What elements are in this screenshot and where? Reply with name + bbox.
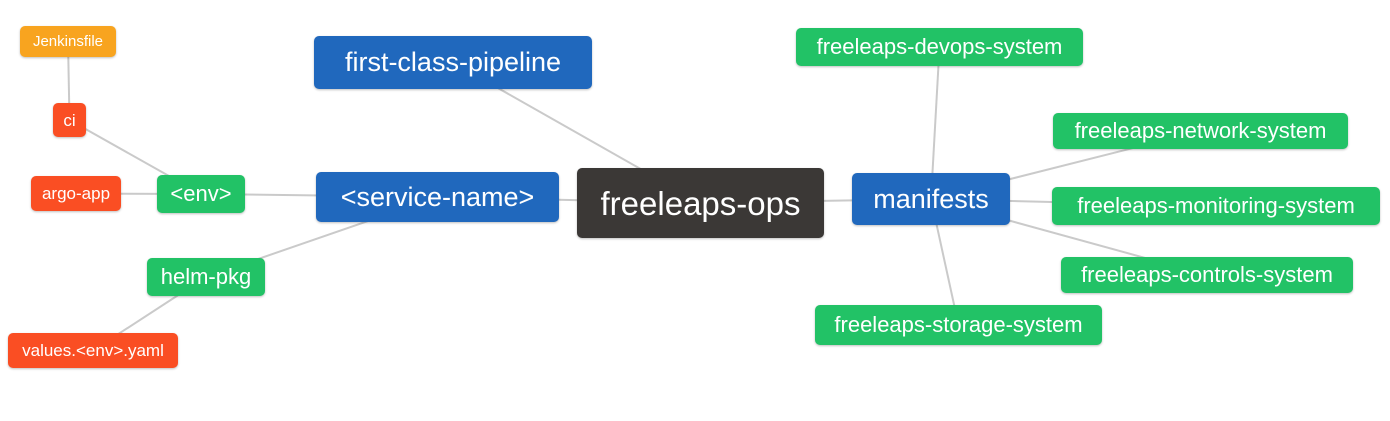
node-freeleaps-storage-system[interactable]: freeleaps-storage-system [815,305,1102,345]
node-freeleaps-network-system[interactable]: freeleaps-network-system [1053,113,1348,149]
node-freeleaps-devops-system[interactable]: freeleaps-devops-system [796,28,1083,66]
node-jenkinsfile[interactable]: Jenkinsfile [20,26,116,57]
node-helm-pkg[interactable]: helm-pkg [147,258,265,296]
node-freeleaps-monitoring-system[interactable]: freeleaps-monitoring-system [1052,187,1380,225]
node-manifests[interactable]: manifests [852,173,1010,225]
node-ci[interactable]: ci [53,103,86,137]
node-values-env-yaml[interactable]: values.<env>.yaml [8,333,178,368]
node-freeleaps-controls-system[interactable]: freeleaps-controls-system [1061,257,1353,293]
node-env[interactable]: <env> [157,175,245,213]
node-service-name[interactable]: <service-name> [316,172,559,222]
node-freeleaps-ops[interactable]: freeleaps-ops [577,168,824,238]
node-argo-app[interactable]: argo-app [31,176,121,211]
node-first-class-pipeline[interactable]: first-class-pipeline [314,36,592,89]
